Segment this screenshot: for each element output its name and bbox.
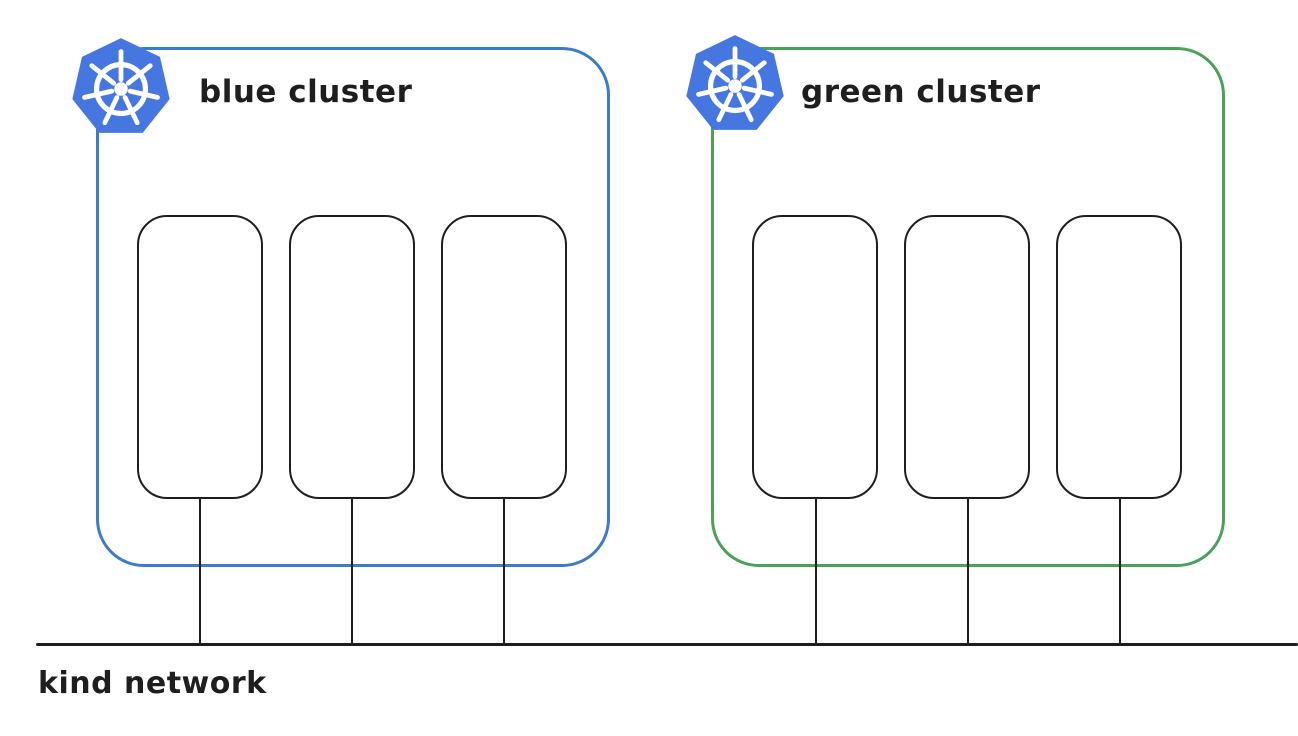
kubernetes-icon [72, 38, 170, 133]
network-line [36, 643, 1298, 646]
connector-line [503, 498, 505, 644]
ship-wheel-icon [82, 49, 160, 126]
node [1056, 215, 1182, 499]
cluster-box-blue [96, 47, 610, 567]
connector-line [967, 498, 969, 644]
network-label: kind network [38, 666, 267, 701]
connector-line [351, 498, 353, 644]
node [752, 215, 878, 499]
connector-line [815, 498, 817, 644]
node [904, 215, 1030, 499]
node [137, 215, 263, 499]
cluster-box-green [711, 47, 1225, 567]
cluster-label-green: green cluster [801, 74, 1041, 110]
connector-line [199, 498, 201, 644]
connector-line [1119, 498, 1121, 644]
node [289, 215, 415, 499]
ship-wheel-icon [696, 46, 774, 123]
node [441, 215, 567, 499]
kubernetes-icon [686, 35, 784, 130]
cluster-label-blue: blue cluster [199, 74, 413, 110]
